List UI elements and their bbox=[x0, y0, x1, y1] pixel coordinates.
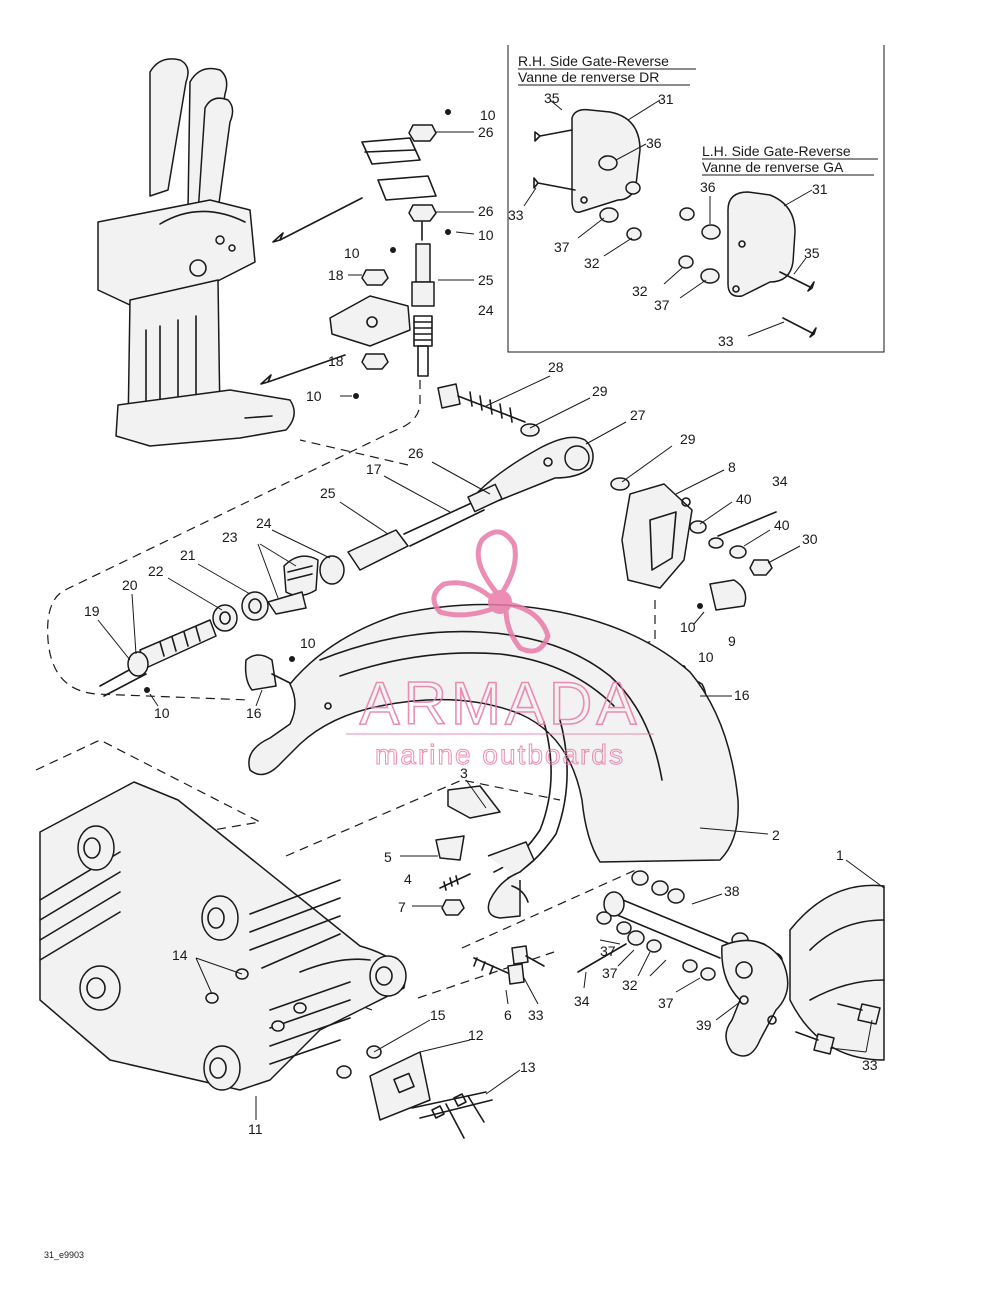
callout-37: 37 bbox=[602, 965, 618, 981]
callout-4: 4 bbox=[404, 871, 412, 887]
callout-15: 15 bbox=[430, 1007, 446, 1023]
propeller-blade bbox=[431, 580, 501, 618]
callout-35: 35 bbox=[804, 245, 820, 261]
callout-37: 37 bbox=[600, 943, 616, 959]
callout-10: 10 bbox=[478, 227, 494, 243]
callout-2: 2 bbox=[772, 827, 780, 843]
callout-37: 37 bbox=[658, 995, 674, 1011]
callout-1: 1 bbox=[836, 847, 844, 863]
reverse-gate bbox=[248, 603, 739, 863]
callout-30: 30 bbox=[802, 531, 818, 547]
callout-10: 10 bbox=[154, 705, 170, 721]
callout-28: 28 bbox=[548, 359, 564, 375]
propeller-hub bbox=[488, 590, 512, 614]
diagram-code: 31_e9903 bbox=[44, 1250, 84, 1260]
callout-13: 13 bbox=[520, 1059, 536, 1075]
callout-10: 10 bbox=[300, 635, 316, 651]
callout-40: 40 bbox=[736, 491, 752, 507]
control-lever-assembly bbox=[97, 58, 363, 447]
callout-14: 14 bbox=[172, 947, 188, 963]
callout-23: 23 bbox=[222, 529, 238, 545]
callout-16: 16 bbox=[246, 705, 262, 721]
callout-24: 24 bbox=[256, 515, 272, 531]
callout-labels: 10 26 26 10 10 18 25 24 18 10 28 29 27 2… bbox=[84, 90, 878, 1137]
leader-lines bbox=[97, 99, 885, 1120]
inset-rh-title-en: R.H. Side Gate-Reverse bbox=[518, 53, 669, 69]
propeller-logo bbox=[431, 529, 551, 654]
callout-26: 26 bbox=[408, 445, 424, 461]
callout-27: 27 bbox=[630, 407, 646, 423]
callout-26: 26 bbox=[478, 203, 494, 219]
callout-36: 36 bbox=[700, 179, 716, 195]
callout-29: 29 bbox=[592, 383, 608, 399]
callout-33: 33 bbox=[862, 1057, 878, 1073]
callout-38: 38 bbox=[724, 883, 740, 899]
callout-34: 34 bbox=[772, 473, 788, 489]
callout-40: 40 bbox=[774, 517, 790, 533]
callout-37: 37 bbox=[554, 239, 570, 255]
callout-37: 37 bbox=[654, 297, 670, 313]
callout-33: 33 bbox=[528, 1007, 544, 1023]
callout-18: 18 bbox=[328, 353, 344, 369]
callout-36: 36 bbox=[646, 135, 662, 151]
callout-26: 26 bbox=[478, 124, 494, 140]
callout-3: 3 bbox=[460, 765, 468, 781]
callout-39: 39 bbox=[696, 1017, 712, 1033]
propeller-blade bbox=[475, 529, 518, 598]
callout-29: 29 bbox=[680, 431, 696, 447]
callout-19: 19 bbox=[84, 603, 100, 619]
callout-32: 32 bbox=[584, 255, 600, 271]
callout-11: 11 bbox=[248, 1121, 263, 1137]
callout-35: 35 bbox=[544, 90, 560, 106]
callout-5: 5 bbox=[384, 849, 392, 865]
callout-10: 10 bbox=[344, 245, 360, 261]
armada-watermark: ARMADA marine outboards bbox=[346, 529, 654, 771]
callout-10: 10 bbox=[680, 619, 696, 635]
callout-18: 18 bbox=[328, 267, 344, 283]
callout-32: 32 bbox=[632, 283, 648, 299]
propeller-blade bbox=[503, 601, 551, 654]
callout-25: 25 bbox=[478, 272, 494, 288]
cable-end-hardware bbox=[329, 109, 451, 399]
callout-10: 10 bbox=[480, 107, 496, 123]
callout-10: 10 bbox=[698, 649, 714, 665]
gate-reverse-inset: R.H. Side Gate-Reverse Vanne de renverse… bbox=[507, 45, 885, 353]
lh-gate-plate bbox=[727, 191, 796, 297]
callout-7: 7 bbox=[398, 899, 406, 915]
callout-20: 20 bbox=[122, 577, 138, 593]
inset-lh-title-fr: Vanne de renverse GA bbox=[702, 159, 844, 175]
callout-33: 33 bbox=[718, 333, 734, 349]
callout-17: 17 bbox=[366, 461, 382, 477]
small-hardware bbox=[435, 785, 535, 919]
callout-16: 16 bbox=[734, 687, 750, 703]
gate-pivot-assembly bbox=[473, 870, 885, 1061]
watermark-tagline: marine outboards bbox=[375, 739, 625, 770]
callout-9: 9 bbox=[728, 633, 736, 649]
callout-22: 22 bbox=[148, 563, 164, 579]
callout-33: 33 bbox=[508, 207, 524, 223]
jet-pump-housing bbox=[39, 781, 493, 1139]
callout-6: 6 bbox=[504, 1007, 512, 1023]
callout-21: 21 bbox=[180, 547, 196, 563]
inset-rh-title-fr: Vanne de renverse DR bbox=[518, 69, 659, 85]
callout-24: 24 bbox=[478, 302, 494, 318]
callout-25: 25 bbox=[320, 485, 336, 501]
callout-34: 34 bbox=[574, 993, 590, 1009]
callout-12: 12 bbox=[468, 1027, 484, 1043]
callout-8: 8 bbox=[728, 459, 736, 475]
callout-31: 31 bbox=[658, 91, 674, 107]
watermark-brand: ARMADA bbox=[360, 670, 641, 737]
callout-10: 10 bbox=[306, 388, 322, 404]
callout-32: 32 bbox=[622, 977, 638, 993]
inset-lh-title-en: L.H. Side Gate-Reverse bbox=[702, 143, 851, 159]
callout-31: 31 bbox=[812, 181, 828, 197]
